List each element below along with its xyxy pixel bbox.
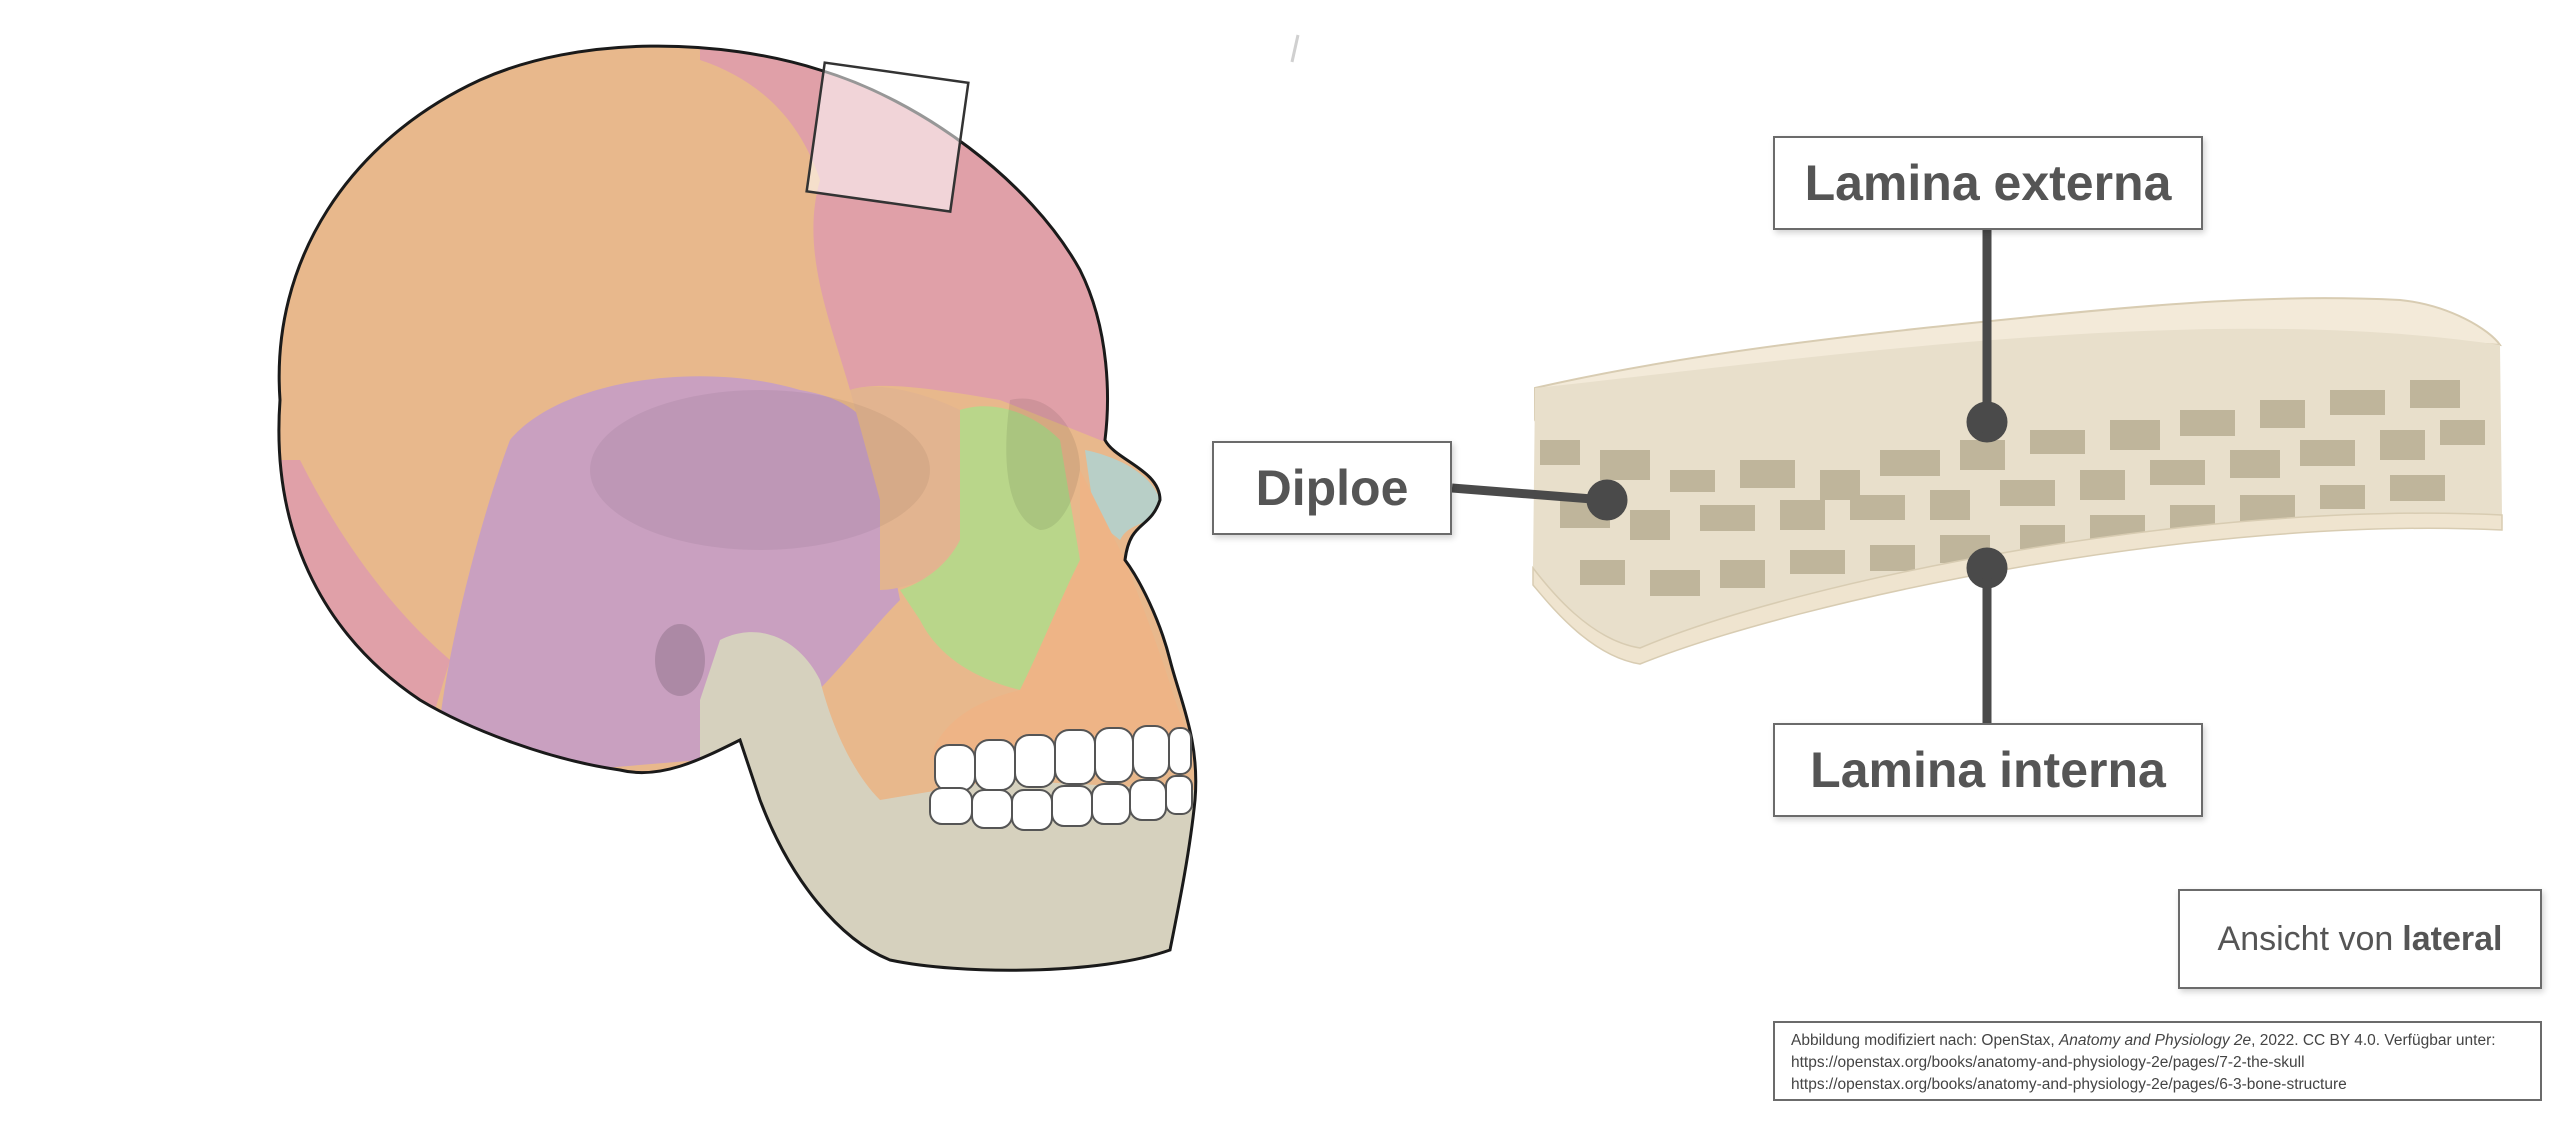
- bone-slab: [1532, 297, 2503, 665]
- orbit: [1006, 398, 1080, 530]
- diploe-callout-line: [1451, 483, 1606, 505]
- temporal-fossa: [590, 390, 930, 550]
- maxilla-region: [930, 470, 1190, 760]
- label-diploe: Diploe: [1212, 441, 1452, 535]
- interna-callout-dot: [1966, 547, 2008, 589]
- zygomatic-region: [900, 406, 1080, 690]
- credit-line-1: Abbildung modifiziert nach: OpenStax, An…: [1791, 1030, 2524, 1052]
- credit-url-2: https://openstax.org/books/anatomy-and-p…: [1791, 1076, 2347, 1093]
- label-lamina-externa: Lamina externa: [1773, 136, 2203, 230]
- credit-book-title: Anatomy and Physiology 2e: [2058, 1032, 2252, 1049]
- teeth: [929, 725, 1193, 831]
- label-lamina-interna: Lamina interna: [1773, 723, 2203, 817]
- sphenoid-region: [850, 386, 960, 590]
- image-credit: Abbildung modifiziert nach: OpenStax, An…: [1773, 1021, 2542, 1101]
- credit-url-1: https://openstax.org/books/anatomy-and-p…: [1791, 1054, 2305, 1071]
- lamina-interna-surface: [1532, 512, 2503, 665]
- skull-outline: [277, 44, 1198, 972]
- diploe-texture: [1540, 380, 2485, 596]
- diploe-callout-dot: [1586, 479, 1628, 521]
- externa-callout-dot: [1966, 401, 2008, 443]
- stray-mark: [1290, 34, 1300, 63]
- detail-window: [805, 61, 970, 213]
- ear-opening: [655, 624, 705, 696]
- view-direction: lateral: [2402, 919, 2503, 958]
- view-prefix: Ansicht von: [2217, 919, 2394, 958]
- credit-prefix: Abbildung modifiziert nach: OpenStax,: [1791, 1032, 2059, 1049]
- credit-suffix: , 2022. CC BY 4.0. Verfügbar unter:: [2251, 1032, 2496, 1049]
- skull: [278, 46, 1196, 971]
- callout-lines: [1451, 230, 2008, 723]
